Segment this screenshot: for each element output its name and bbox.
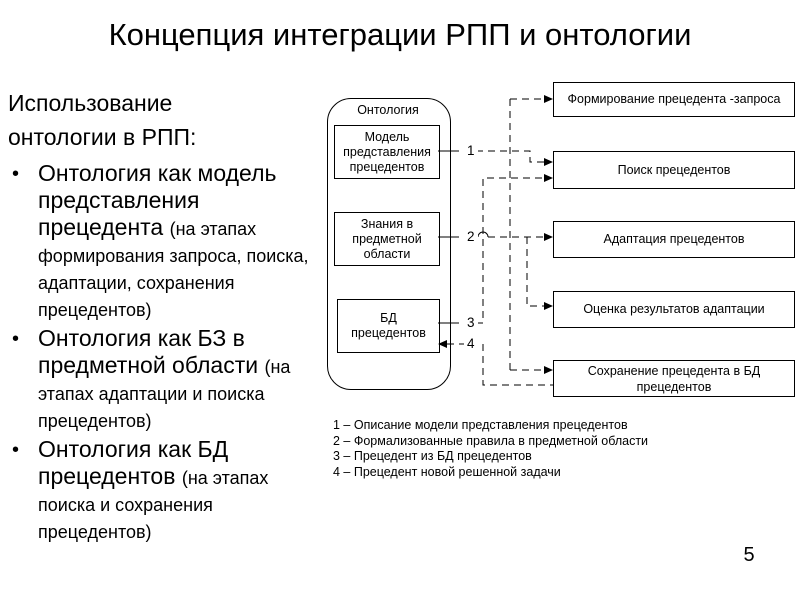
arrowhead-formation bbox=[544, 95, 553, 103]
arrowhead-adaptation bbox=[544, 233, 553, 241]
legend-line-3: 3 – Прецедент из БД прецедентов bbox=[333, 449, 532, 463]
diagram-legend: 1 – Описание модели представления прецед… bbox=[333, 418, 648, 480]
left-text-panel: Использование онтологии в РПП: • Онтолог… bbox=[8, 86, 316, 547]
bullet-main-text: Онтология как БД прецедентов bbox=[38, 436, 229, 489]
node-precedent-database: БД прецедентов bbox=[337, 299, 440, 353]
arrowhead-saving bbox=[544, 366, 553, 374]
bullet-main-text: Онтология как модель представления преце… bbox=[38, 160, 277, 240]
bullet-item-3: • Онтология как БД прецедентов (на этапа… bbox=[8, 436, 316, 544]
node-label: Оценка результатов адаптации bbox=[583, 302, 765, 316]
connector-label-4: 4 bbox=[464, 336, 478, 352]
node-label: БД прецедентов bbox=[351, 311, 426, 340]
connector-label-2: 2 bbox=[464, 229, 478, 245]
node-label: Адаптация прецедентов bbox=[603, 232, 745, 246]
arrowhead-search-2 bbox=[544, 174, 553, 182]
bullet-item-2: • Онтология как БЗ в предметной области … bbox=[8, 325, 316, 433]
node-query-precedent-formation: Формирование прецедента -запроса bbox=[553, 82, 795, 117]
node-label: Формирование прецедента -запроса bbox=[567, 92, 781, 106]
node-precedent-adaptation: Адаптация прецедентов bbox=[553, 221, 795, 258]
bullet-marker: • bbox=[12, 328, 20, 350]
page-number: 5 bbox=[743, 544, 755, 566]
legend-line-1: 1 – Описание модели представления прецед… bbox=[333, 418, 628, 432]
bullet-note-text: (на этапах формирования запроса, поиска,… bbox=[38, 219, 309, 320]
node-precedent-saving: Сохранение прецедента в БД прецедентов bbox=[553, 360, 795, 397]
net2-to-evaluation bbox=[526, 237, 544, 307]
bullet-item-1: • Онтология как модель представления пре… bbox=[8, 160, 316, 322]
bullet-note-text: (на этапах адаптации и поиска прецеденто… bbox=[38, 357, 291, 431]
legend-line-4: 4 – Прецедент новой решенной задачи bbox=[333, 464, 561, 479]
node-label: Сохранение прецедента в БД прецедентов bbox=[587, 363, 761, 394]
connector-label-1: 1 bbox=[464, 143, 478, 159]
connector-label-3: 3 bbox=[464, 315, 478, 331]
node-label: Модель представления прецедентов bbox=[343, 129, 431, 174]
bullet-marker: • bbox=[12, 163, 20, 185]
node-adaptation-results-evaluation: Оценка результатов адаптации bbox=[553, 291, 795, 328]
node-label: Поиск прецедентов bbox=[617, 162, 731, 177]
bullet-note-text: (на этапах поиска и сохранения прецедент… bbox=[38, 468, 269, 542]
ontology-group-label: Онтология bbox=[357, 103, 419, 117]
arrowhead-evaluation bbox=[544, 302, 553, 310]
node-label: Знания в предметной области bbox=[352, 216, 422, 261]
node-precedent-search: Поиск прецедентов bbox=[553, 151, 795, 189]
bullet-marker: • bbox=[12, 439, 20, 461]
left-heading: Использование онтологии в РПП: bbox=[8, 90, 197, 150]
net2-hop-arc bbox=[477, 231, 489, 238]
arrowhead-search-1 bbox=[544, 158, 553, 166]
slide-title: Концепция интеграции РПП и онтологии bbox=[108, 17, 692, 52]
legend-line-2: 2 – Формализованные правила в предметной… bbox=[333, 433, 649, 448]
net3-db-to-search bbox=[452, 177, 544, 324]
net4-saving-to-db bbox=[447, 343, 553, 386]
node-precedent-representation-model: Модель представления прецедентов bbox=[334, 125, 440, 179]
bullet-main-text: Онтология как БЗ в предметной области bbox=[38, 325, 259, 378]
node-domain-knowledge: Знания в предметной области bbox=[334, 212, 440, 266]
